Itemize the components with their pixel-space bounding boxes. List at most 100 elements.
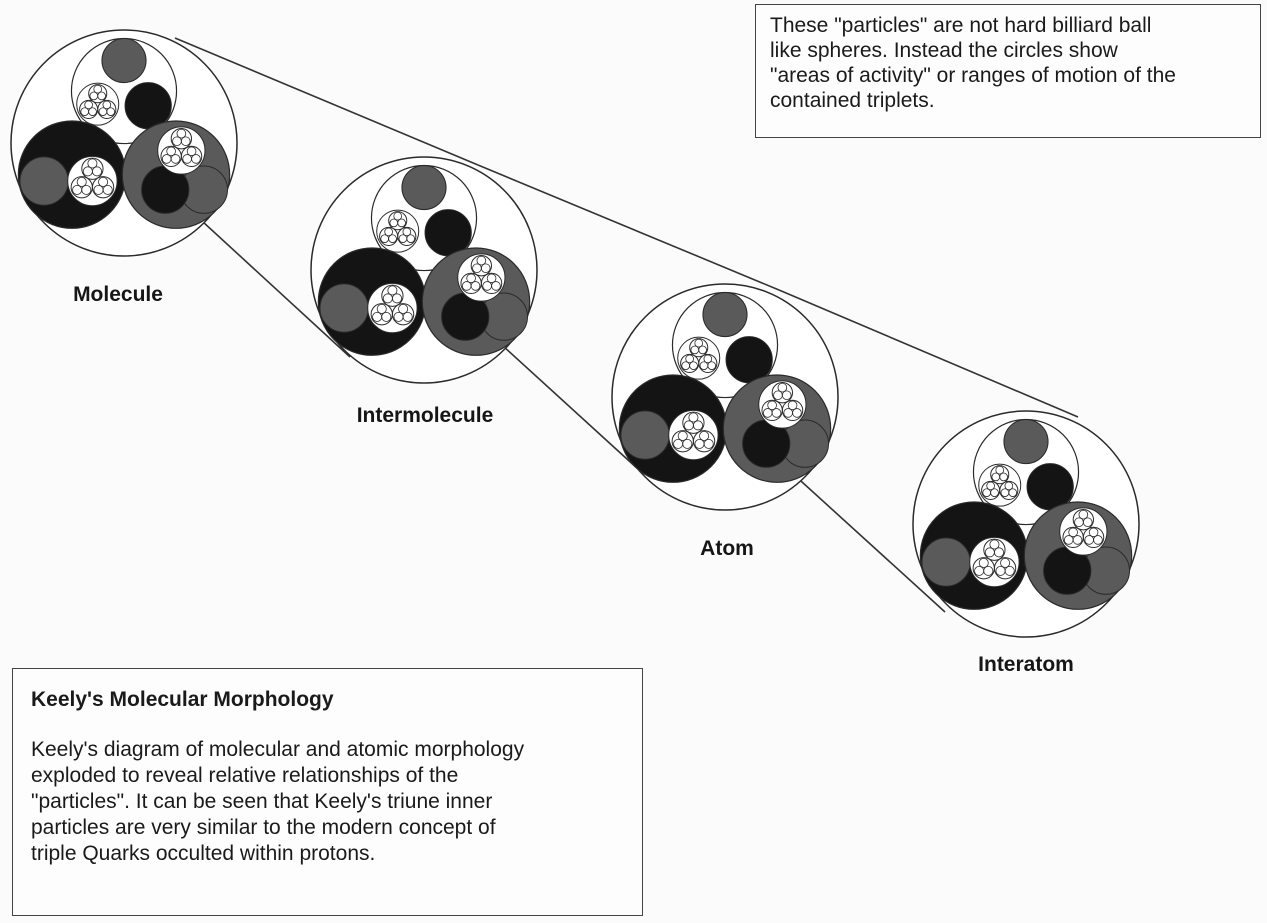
rosette-ring	[995, 565, 1006, 576]
lower-gray-sphere	[1023, 501, 1133, 610]
rosette-ring	[777, 382, 788, 393]
rosette	[698, 353, 718, 373]
rosette-ring	[783, 408, 793, 418]
lower-gray-sphere	[722, 374, 832, 483]
upper-white-sphere	[370, 164, 478, 272]
rosette-ring	[991, 472, 1001, 482]
triplet	[1059, 507, 1108, 556]
lower-black-sphere	[618, 374, 728, 483]
rosette-ring	[703, 354, 713, 364]
rosette-ring	[82, 166, 93, 177]
rosette-ring	[93, 84, 103, 94]
connector-lines	[174, 37, 1079, 613]
rosette-ring	[98, 176, 109, 187]
rosette	[391, 303, 415, 326]
stage-label-molecule: Molecule	[73, 283, 163, 306]
rosette-ring	[93, 184, 104, 195]
rosette-ring	[984, 547, 995, 558]
rosette-ring	[1004, 481, 1014, 491]
triplet	[76, 82, 120, 126]
rosette-ring	[376, 303, 387, 314]
rosette	[379, 226, 399, 246]
triplet	[376, 209, 420, 253]
rosette	[460, 272, 482, 295]
rosette-ring	[472, 263, 482, 273]
rosette-ring	[986, 481, 995, 491]
rosette-ring	[98, 107, 108, 116]
rosette-ring	[1074, 517, 1084, 527]
rosette	[999, 480, 1019, 500]
rosette-ring	[84, 100, 93, 110]
gray-ball	[620, 410, 670, 460]
connector-bottom-2	[479, 324, 651, 481]
connector-top-2	[477, 164, 780, 291]
rosette	[682, 411, 705, 434]
rosette	[1082, 526, 1105, 549]
gray-ball	[921, 537, 971, 587]
caption-title: Keely's Molecular Morphology	[31, 688, 334, 711]
rosette-ring	[974, 565, 985, 576]
rosette	[470, 255, 493, 277]
rosette-ring	[1063, 535, 1074, 545]
morphology-caption: Keely's Molecular Morphology Keely's dia…	[12, 668, 643, 916]
rosette-ring	[787, 400, 798, 411]
rosette	[480, 272, 503, 295]
rosette-ring	[466, 273, 476, 284]
upper-white-sphere	[671, 291, 779, 399]
rosette-ring	[673, 438, 684, 449]
rosette	[88, 84, 108, 104]
rosette-ring	[186, 146, 197, 157]
rosette-ring	[402, 227, 412, 237]
rosette-ring	[681, 361, 691, 370]
rosette-ring	[161, 154, 172, 164]
rosette-ring	[1000, 488, 1010, 497]
rosette-ring	[76, 176, 87, 187]
rosette-ring	[72, 184, 83, 195]
rosette	[680, 353, 700, 373]
triplet	[457, 253, 506, 302]
rosette-ring	[89, 91, 99, 101]
rosette-ring	[393, 311, 404, 322]
rosette	[689, 338, 709, 358]
rosette-ring	[1078, 509, 1089, 520]
rosette-ring	[384, 227, 393, 237]
triplet	[677, 336, 721, 380]
connector-bottom-3	[779, 461, 946, 613]
rosette-ring	[688, 412, 699, 423]
rosette-ring	[380, 234, 389, 243]
rosette-ring	[166, 146, 176, 157]
rosette-ring	[486, 273, 497, 284]
rosette-ring	[182, 154, 192, 164]
stage-molecule	[10, 29, 238, 257]
particles-note: These "particles" are not hard billiard …	[755, 4, 1261, 138]
stages-layer	[10, 29, 1140, 638]
gray-ball	[319, 283, 369, 333]
rosette-ring	[102, 100, 112, 110]
rosette	[70, 176, 93, 199]
lower-black-sphere	[919, 501, 1029, 610]
rosette-ring	[87, 158, 98, 169]
rosette	[170, 128, 193, 150]
rosette-ring	[461, 281, 472, 291]
lower-gray-sphere	[421, 247, 531, 356]
rosette-ring	[982, 488, 992, 497]
rosette-ring	[1068, 527, 1078, 538]
gray-ball	[702, 291, 748, 338]
rosette	[761, 399, 783, 422]
triplet	[969, 536, 1020, 588]
rosette	[671, 430, 694, 453]
upper-white-sphere	[972, 418, 1080, 526]
connector-top-3	[778, 289, 1079, 418]
triplet	[367, 282, 418, 334]
triplet	[67, 155, 118, 207]
triplet	[978, 463, 1022, 507]
rosette	[97, 99, 117, 119]
rosette-ring	[398, 234, 408, 243]
connector-bottom-1	[177, 198, 351, 358]
rosette-ring	[1084, 535, 1094, 545]
rosette	[692, 430, 716, 453]
rosette-ring	[1000, 557, 1011, 568]
rosette	[981, 480, 1001, 500]
triplet	[758, 380, 807, 429]
triplet	[157, 126, 206, 175]
